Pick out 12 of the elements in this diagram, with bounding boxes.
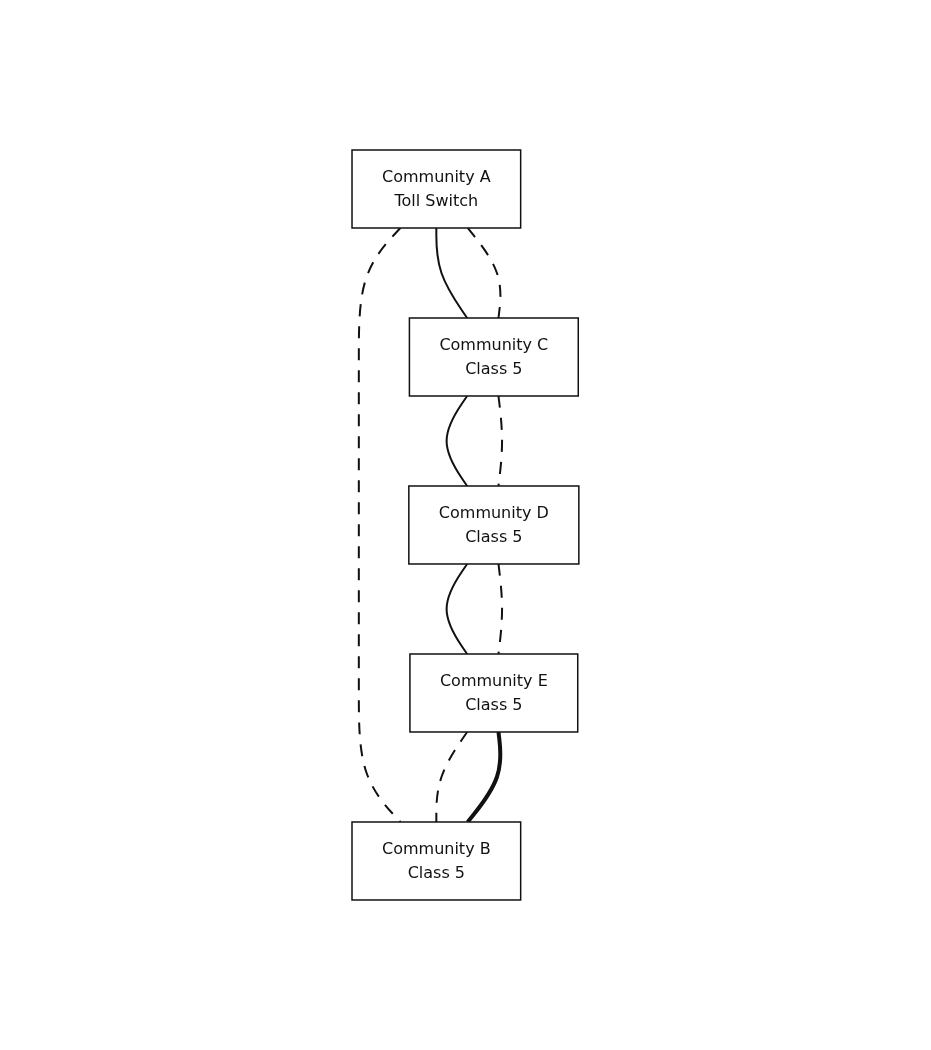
connector (497, 395, 504, 487)
node-box: Community D Class 5 (408, 485, 580, 565)
node-box: Community A Toll Switch (351, 149, 522, 229)
connector (435, 731, 469, 823)
connector (466, 227, 502, 319)
node-box: Community E Class 5 (409, 653, 579, 733)
connector (497, 563, 504, 655)
connector (445, 395, 469, 487)
connector (445, 563, 469, 655)
node-box: Community B Class 5 (351, 821, 522, 901)
connector (435, 227, 469, 319)
node-box: Community C Class 5 (408, 317, 580, 397)
